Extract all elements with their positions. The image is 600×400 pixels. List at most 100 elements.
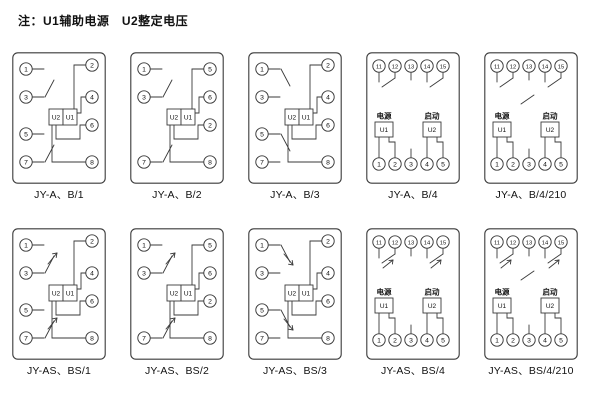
terminal-number: 13: [408, 64, 414, 70]
terminal-number: 1: [495, 337, 499, 344]
terminal-circle: [404, 235, 418, 249]
wire: [194, 96, 205, 114]
terminal-number: 7: [24, 335, 28, 342]
wire: [381, 253, 396, 264]
terminal-number: 13: [526, 64, 532, 70]
wire: [55, 300, 87, 316]
terminal-number: 2: [90, 238, 94, 245]
terminal-number: 2: [326, 238, 330, 245]
terminal-number: 5: [559, 161, 563, 168]
component-box-label: U2: [52, 290, 61, 297]
terminal-circle: [506, 157, 520, 171]
terminal-circle: [404, 333, 418, 347]
wire: [173, 300, 205, 316]
wire: [430, 259, 442, 269]
caption-label: 启动: [543, 287, 558, 297]
terminal-number: 5: [24, 131, 28, 138]
terminal-circle: [372, 333, 386, 347]
component-box-label: U2: [546, 127, 555, 134]
terminal-number: 13: [408, 240, 414, 246]
terminal-number: 5: [260, 307, 264, 314]
terminal-number: 6: [208, 270, 212, 277]
terminal-circle: [490, 157, 504, 171]
terminal-number: 3: [527, 161, 531, 168]
terminal-circle: [255, 90, 269, 104]
panel-label: JY-AS、BS/4: [380, 365, 446, 377]
panel-outline: [366, 52, 460, 184]
wire: [499, 253, 514, 264]
wire: [520, 94, 535, 105]
terminal-circle: [137, 155, 151, 169]
panel-label: JY-AS、BS/2: [144, 365, 210, 377]
terminal-number: 3: [527, 337, 531, 344]
wire: [288, 263, 294, 266]
caption-label: 启动: [543, 111, 558, 121]
terminal-circle: [19, 127, 33, 141]
wire: [499, 77, 514, 88]
terminal-circle: [203, 331, 217, 345]
component-box: [422, 121, 442, 138]
terminal-circle: [490, 59, 504, 73]
component-box: [62, 284, 78, 302]
terminal-number: 12: [392, 240, 398, 246]
wire: [162, 144, 173, 163]
component-box-label: U2: [428, 127, 437, 134]
terminal-circle: [436, 235, 450, 249]
terminal-number: 3: [142, 270, 146, 277]
caption-label: 电源: [495, 111, 510, 121]
terminal-circle: [538, 333, 552, 347]
wire: [52, 252, 58, 255]
wire: [287, 300, 323, 339]
terminal-number: 7: [24, 159, 28, 166]
wire: [436, 259, 442, 262]
wire: [547, 77, 562, 88]
terminal-circle: [85, 58, 99, 72]
wire: [388, 312, 396, 335]
terminal-number: 5: [24, 307, 28, 314]
wire: [429, 253, 444, 264]
terminal-circle: [506, 333, 520, 347]
terminal-circle: [321, 155, 335, 169]
wire: [55, 124, 87, 140]
component-box-label: U2: [170, 114, 179, 121]
terminal-number: 3: [409, 161, 413, 168]
wire: [509, 259, 512, 265]
terminal-number: 3: [24, 94, 28, 101]
wire: [506, 136, 514, 159]
terminal-number: 11: [376, 64, 382, 70]
terminal-number: 3: [24, 270, 28, 277]
terminal-number: 4: [543, 161, 547, 168]
terminal-circle: [490, 333, 504, 347]
terminal-circle: [255, 127, 269, 141]
wire: [381, 77, 396, 88]
terminal-circle: [137, 90, 151, 104]
caption-label: 电源: [377, 287, 392, 297]
component-box-label: U1: [302, 290, 311, 297]
component-box: [374, 297, 394, 314]
terminal-number: 6: [208, 94, 212, 101]
terminal-number: 1: [24, 66, 28, 73]
terminal-circle: [203, 155, 217, 169]
terminal-circle: [404, 157, 418, 171]
terminal-number: 2: [393, 161, 397, 168]
component-box: [540, 121, 560, 138]
wire: [547, 253, 562, 264]
terminal-number: 6: [326, 298, 330, 305]
terminal-number: 5: [260, 131, 264, 138]
component-box: [298, 108, 314, 126]
terminal-circle: [554, 333, 568, 347]
terminal-circle: [19, 266, 33, 280]
wire: [280, 68, 291, 87]
terminal-number: 8: [208, 335, 212, 342]
wire: [548, 259, 560, 269]
component-box: [180, 284, 196, 302]
terminal-circle: [436, 59, 450, 73]
terminal-circle: [19, 90, 33, 104]
terminal-circle: [372, 235, 386, 249]
